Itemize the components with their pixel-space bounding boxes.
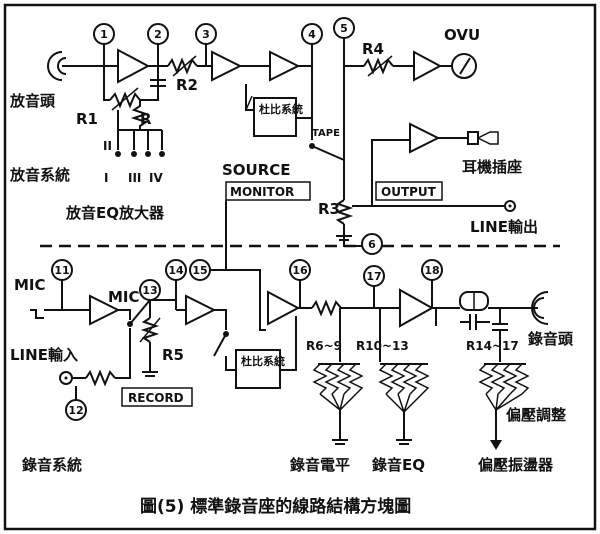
line-in-label: LINE輸入 <box>10 346 78 364</box>
ovu-label: OVU <box>444 26 480 44</box>
node-12: 12 <box>65 399 87 421</box>
r14-17-ladder <box>478 363 530 450</box>
r5-label: R5 <box>162 346 184 364</box>
record-amp <box>267 290 301 326</box>
node-5: 5 <box>333 17 355 39</box>
r6-9-ladder <box>312 363 364 445</box>
pos-i: I <box>104 171 108 185</box>
output-label: OUTPUT <box>381 185 437 199</box>
node-label: 16 <box>292 264 308 277</box>
playback-system-label: 放音系統 <box>9 166 70 184</box>
r2-resistor <box>167 57 198 75</box>
r2-label: R2 <box>176 76 198 94</box>
bias-osc-label: 偏壓振盪器 <box>478 456 554 474</box>
r1-resistor <box>109 91 141 109</box>
monitor-box <box>225 181 311 201</box>
record-buffer-amp <box>185 294 217 326</box>
node-18: 18 <box>421 259 443 281</box>
figure-caption: 圖(5) 標準錄音座的線路結構方塊圖 <box>140 496 411 517</box>
node-label: 12 <box>68 404 83 417</box>
node-11: 11 <box>51 259 73 281</box>
node-label: 15 <box>192 264 207 277</box>
buffer-amp-2 <box>269 50 301 82</box>
meter-amp <box>413 50 443 82</box>
frame <box>3 3 597 531</box>
node-17: 17 <box>363 265 385 287</box>
node-label: 13 <box>142 284 157 297</box>
r14-17-label: R14~17 <box>466 339 519 353</box>
output-box <box>375 181 443 201</box>
record-eq-label: 錄音EQ <box>372 456 425 474</box>
headphone-amp <box>409 122 441 154</box>
r-label: R <box>140 110 152 128</box>
mic-amp-label: MIC <box>108 288 140 306</box>
eq-amp <box>117 48 151 84</box>
node-label: 14 <box>168 264 184 277</box>
record-eq-amp <box>399 288 435 328</box>
record-dolby-label: 杜比系統 <box>241 354 285 368</box>
node-4: 4 <box>301 23 323 45</box>
record-system-label: 錄音系統 <box>22 456 82 474</box>
mic-jack-icon <box>30 309 44 319</box>
r6-9-label: R6~9 <box>306 339 342 353</box>
r3-label: R3 <box>318 200 340 218</box>
pos-ii: II <box>103 139 112 153</box>
r4-label: R4 <box>362 40 384 58</box>
mic-amp <box>89 294 121 326</box>
record-box <box>121 387 193 407</box>
playback-dolby-label: 杜比系統 <box>259 102 303 116</box>
record-head-label: 錄音頭 <box>528 330 574 348</box>
r10-13-ladder <box>378 363 430 445</box>
source-label: SOURCE <box>222 161 291 179</box>
record-level-label: 錄音電平 <box>290 456 350 474</box>
record-head-icon <box>520 291 549 325</box>
line-out-label: LINE輸出 <box>470 218 538 236</box>
node-label: 4 <box>308 28 316 41</box>
mic-label: MIC <box>14 276 46 294</box>
headphone-label: 耳機插座 <box>462 158 522 176</box>
node-13: 13 <box>139 279 161 301</box>
node-3: 3 <box>195 23 217 45</box>
r10-13-label: R10~13 <box>356 339 409 353</box>
node-1: 1 <box>93 23 115 45</box>
node-2: 2 <box>147 23 169 45</box>
record-dolby-box <box>235 349 281 389</box>
monitor-label: MONITOR <box>230 185 294 199</box>
node-label: 3 <box>202 28 210 41</box>
node-label: 6 <box>368 238 376 251</box>
playback-dolby-box <box>253 97 297 137</box>
playback-head-label: 放音頭 <box>9 92 56 110</box>
node-label: 1 <box>100 28 108 41</box>
node-15: 15 <box>189 259 211 281</box>
eq-amp-label: 放音EQ放大器 <box>65 204 165 222</box>
pos-iv: IV <box>149 171 163 185</box>
playback-head-icon <box>47 51 78 81</box>
node-label: 17 <box>366 270 381 283</box>
r1-label: R1 <box>76 110 98 128</box>
record-label: RECORD <box>128 391 184 405</box>
headphone-jack-icon <box>467 131 479 145</box>
node-label: 5 <box>340 22 348 35</box>
node-14: 14 <box>165 259 187 281</box>
node-label: 11 <box>54 264 69 277</box>
buffer-amp-1 <box>211 50 243 82</box>
pos-iii: III <box>128 171 141 185</box>
bias-adjust-label: 偏壓調整 <box>506 406 566 424</box>
tape-label: TAPE <box>312 128 340 139</box>
r3-resistor <box>334 199 354 225</box>
node-6: 6 <box>361 233 383 255</box>
node-16: 16 <box>289 259 311 281</box>
node-label: 2 <box>154 28 162 41</box>
node-label: 18 <box>424 264 439 277</box>
